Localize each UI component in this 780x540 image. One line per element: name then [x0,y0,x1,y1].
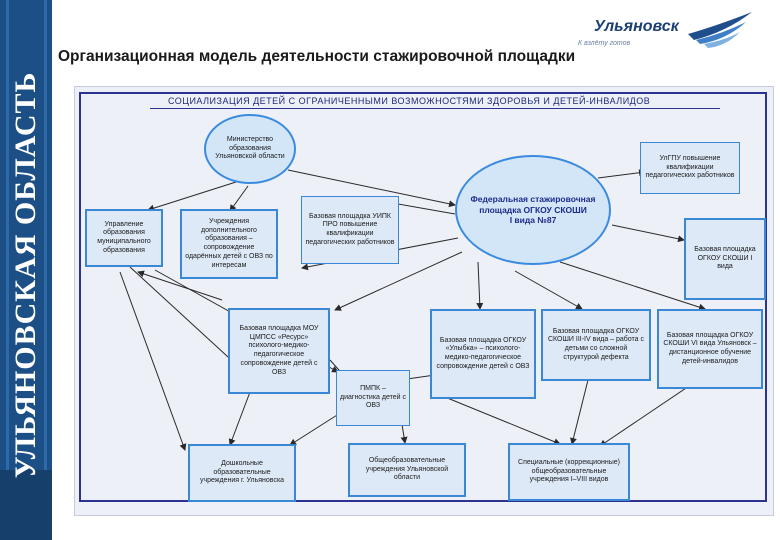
node-uipkpro: Базовая площадка УИПК ПРО повышение квал… [301,196,399,264]
node-base-medical: Базовая площадка ОГКОУ «Улыбка» – психол… [430,309,536,399]
diagram-frame [79,92,767,502]
node-general-schools: Общеобразовательные учреждения Ульяновск… [348,443,466,497]
node-federal-hub: Федеральная стажировочная площадка ОГКОУ… [455,155,611,265]
node-base-pmps: Базовая площадка МОУ ЦМПСС «Ресурс» псих… [228,308,330,394]
hub-subtitle: I вида №87 [509,215,557,226]
banner-underline [150,108,720,109]
logo-name: Ульяновск [594,18,679,35]
node-ulgpu: УлГПУ повышение квалификации педагогичес… [640,142,740,194]
node-base-ogkou-1: Базовая площадка ОГКОУ СКОШИ I вида [684,218,766,300]
node-pmpk: ПМПК – диагностика детей с ОВЗ [336,370,410,426]
region-sidebar: УЛЬЯНОВСКАЯ ОБЛАСТЬ [0,0,52,540]
node-additional-education: Учреждения дополнительного образования –… [180,209,278,279]
node-preschool: Дошкольные образовательные учреждения г.… [188,444,296,502]
wing-logo-icon [688,12,752,48]
node-municipal-education: Управление образования муниципального об… [85,209,163,267]
city-logo: Ульяновск К взлёту готов [578,8,758,52]
node-special-schools: Специальные (коррекционные) общеобразова… [508,443,630,501]
logo-slogan: К взлёту готов [578,40,631,47]
hub-title: Федеральная стажировочная площадка ОГКОУ… [470,194,596,215]
diagram-banner: СОЦИАЛИЗАЦИЯ ДЕТЕЙ С ОГРАНИЧЕННЫМИ ВОЗМО… [168,96,651,106]
sidebar-stripe [6,0,9,540]
node-base-distance-learning: Базовая площадка ОГКОУ СКОШИ VI вида Уль… [657,309,763,389]
sidebar-bottom-band [0,470,52,540]
sidebar-stripe [44,0,47,540]
node-ministry: Министерство образования Ульяновской обл… [204,114,296,184]
page-title: Организационная модель деятельности стаж… [58,48,576,65]
node-base-complex-defect: Базовая площадка ОГКОУ СКОШИ III-IV вида… [541,309,651,381]
